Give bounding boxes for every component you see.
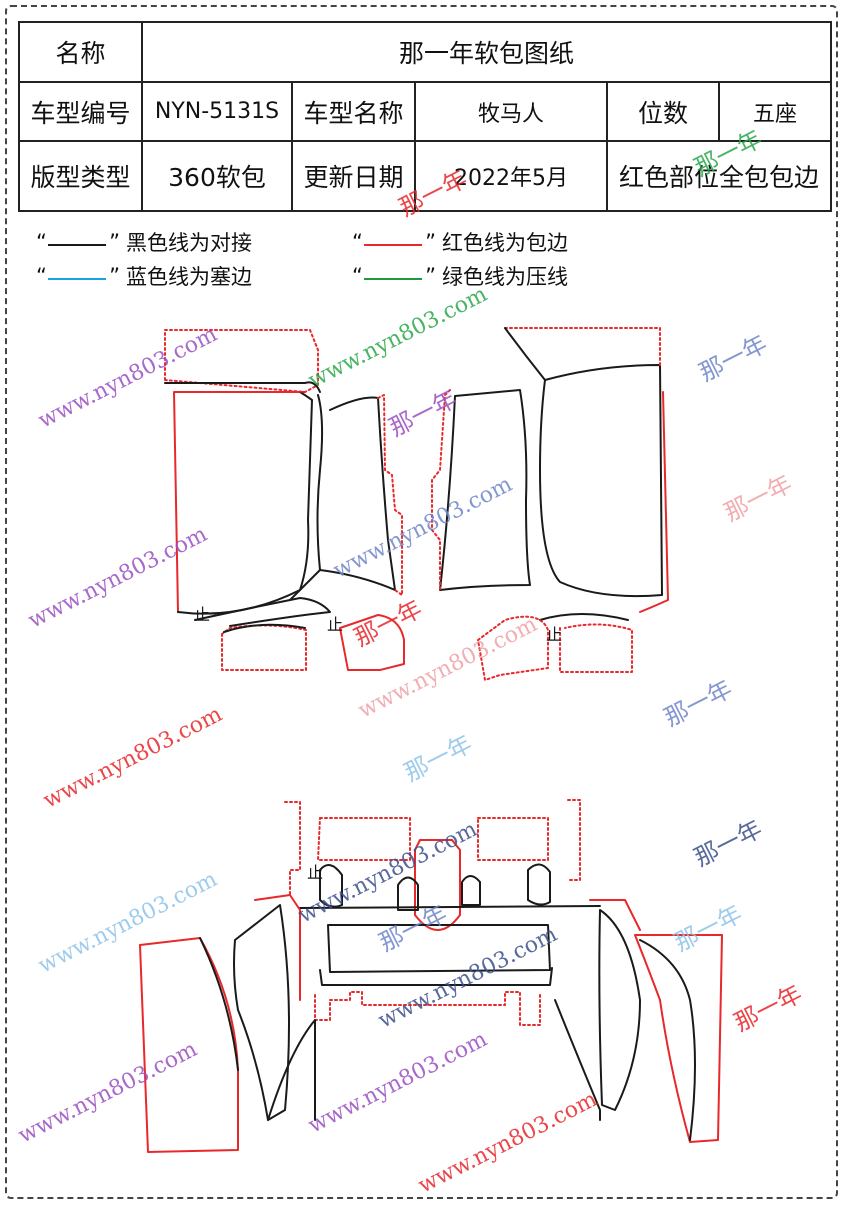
upper-center-sliver-a xyxy=(289,394,324,601)
upper-left-pad-black xyxy=(223,623,306,633)
update-value: 2022年5月 xyxy=(414,140,608,212)
upper-center-stub-left xyxy=(194,597,331,627)
legend-blue-text: 蓝色线为塞边 xyxy=(126,265,252,289)
stop-mark-3: 止 xyxy=(546,625,562,644)
lower-bench-lower xyxy=(319,967,553,986)
lower-right-outer-black xyxy=(639,939,696,1141)
legend-green-text: 绿色线为压线 xyxy=(442,265,568,289)
model-code-label: 车型编号 xyxy=(18,81,143,142)
red-line-swatch xyxy=(352,230,436,254)
upper-left-top-black xyxy=(164,381,321,393)
lower-center-bench xyxy=(327,924,551,973)
lower-left-side xyxy=(254,894,301,1001)
model-name-value: 牧马人 xyxy=(414,81,608,142)
legend-blue: 蓝色线为塞边 xyxy=(36,264,252,289)
upper-left-panel-red xyxy=(173,391,306,613)
upper-center-dotted xyxy=(377,394,403,596)
update-label: 更新日期 xyxy=(291,140,416,212)
blue-line-swatch xyxy=(36,264,120,288)
upper-center-sliver-b xyxy=(319,396,396,591)
name-value: 那一年软包图纸 xyxy=(140,21,833,83)
upper-center-red-flap xyxy=(339,614,405,671)
legend-green: 绿色线为压线 xyxy=(352,264,568,289)
lower-headrest-mid-l xyxy=(397,876,419,911)
lower-right-outer-panel xyxy=(634,934,723,1143)
lower-center-notch xyxy=(414,839,461,931)
sheet-border xyxy=(5,5,838,1199)
seats-label: 位数 xyxy=(606,81,720,142)
upper-right-top-black xyxy=(504,327,546,381)
upper-right-center-dotted xyxy=(431,389,451,591)
lower-left-outer-panel xyxy=(139,937,239,1153)
upper-right-red-flap xyxy=(477,615,549,681)
upper-right-top-dotted xyxy=(504,327,661,366)
lower-headrest-right xyxy=(527,863,551,906)
upper-right-dotted-pad xyxy=(559,623,633,673)
lower-bar xyxy=(299,905,601,909)
upper-right-center-panel xyxy=(439,389,531,591)
stop-mark-4: 止 xyxy=(307,863,323,882)
legend-red: 红色线为包边 xyxy=(352,230,568,255)
lower-top-center-right xyxy=(477,817,549,861)
stop-mark-1: 止 xyxy=(194,605,210,624)
lower-center-lower-l xyxy=(267,1019,316,1121)
upper-left-top-dotted xyxy=(164,329,319,393)
stop-mark-2: 止 xyxy=(327,615,343,634)
lower-headrest-left xyxy=(319,864,343,908)
lower-top-center-left xyxy=(317,817,411,861)
legend-black-text: 黑色线为对接 xyxy=(126,231,252,255)
legend-red-text: 红色线为包边 xyxy=(442,231,568,255)
type-label: 版型类型 xyxy=(18,140,143,212)
upper-left-panel-black xyxy=(177,391,313,615)
lower-left-mid-panel xyxy=(233,904,290,1121)
upper-left-dotted-pad xyxy=(221,624,307,671)
upper-right-panel-red xyxy=(639,391,669,613)
model-name-label: 车型名称 xyxy=(291,81,416,142)
lower-left-outer-black xyxy=(199,937,239,1071)
upper-right-stub xyxy=(539,613,629,621)
legend-black: 黑色线为对接 xyxy=(36,230,252,255)
lower-center-lower-r xyxy=(554,999,601,1121)
lower-top-right-dotted xyxy=(567,799,581,881)
lower-dotted-base xyxy=(314,991,541,1026)
model-code-value: NYN-5131S xyxy=(141,81,293,142)
type-value: 360软包 xyxy=(141,140,293,212)
name-label: 名称 xyxy=(18,21,143,83)
green-line-swatch xyxy=(352,264,436,288)
lower-top-left-dotted xyxy=(284,801,301,896)
lower-right-mid-panel xyxy=(598,909,641,1111)
upper-right-panel-black xyxy=(539,364,663,598)
note-value: 红色部位全包包边 xyxy=(605,140,833,212)
info-table: 名称 那一年软包图纸 车型编号 NYN-5131S 车型名称 牧马人 位数 五座… xyxy=(18,21,833,212)
seats-value: 五座 xyxy=(717,81,833,142)
lower-headrest-mid-r xyxy=(461,875,481,906)
lower-right-side xyxy=(589,899,641,931)
black-line-swatch xyxy=(36,230,120,254)
